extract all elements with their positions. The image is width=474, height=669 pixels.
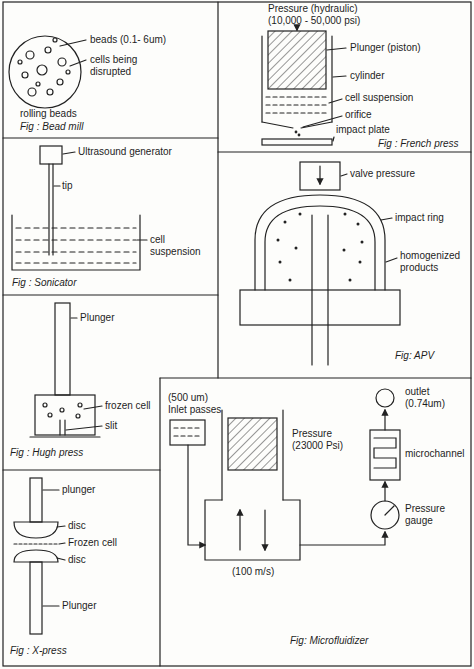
x-press: [14, 478, 65, 634]
callout-label: disc: [68, 520, 128, 532]
callout-label: Plunger: [80, 312, 160, 324]
caption: Fig : Hugh press: [10, 447, 150, 459]
callout-label: valve pressure: [350, 168, 460, 180]
caption: Fig : French press: [378, 138, 470, 150]
callout-label: cells being disrupted: [90, 54, 170, 78]
callout-label: impact ring: [395, 212, 470, 224]
callout-label: rolling beads: [20, 108, 120, 120]
caption: Fig: Microfluidizer: [290, 635, 430, 647]
callout-label: plunger: [62, 484, 142, 496]
caption: Fig : Bead mill: [20, 121, 130, 133]
callout-label: Frozen cell: [68, 537, 148, 549]
callout-label: Plunger (piston): [350, 42, 460, 54]
callout-label: Pressure gauge: [405, 503, 465, 527]
callout-label: (100 m/s): [232, 566, 312, 578]
callout-label: homogenized products: [400, 250, 470, 274]
callout-label: cylinder: [350, 70, 430, 82]
callout-label: Pressure (hydraulic) (10,000 - 50,000 ps…: [268, 3, 393, 27]
panel-dividers: [3, 2, 471, 666]
bead-mill: [9, 36, 86, 108]
caption: Fig : Sonicator: [12, 277, 122, 289]
callout-label: orifice: [345, 109, 425, 121]
callout-label: impact plate: [336, 124, 406, 136]
callout-label: outlet (0.74um): [405, 386, 463, 410]
callout-label: microchannel: [405, 448, 471, 460]
sonicator: [12, 146, 147, 270]
caption: Fig: APV: [395, 350, 465, 362]
callout-label: disc: [68, 554, 128, 566]
page-frame: [3, 2, 471, 666]
callout-label: (500 um) Inlet passes: [168, 392, 228, 416]
apv-homogenizer: [240, 162, 400, 365]
callout-label: cell suspension: [345, 92, 455, 104]
callout-label: beads (0.1- 6um): [90, 34, 215, 46]
callout-label: cell suspension: [150, 234, 212, 258]
callout-label: Plunger: [62, 600, 142, 612]
caption: Fig : X-press: [10, 645, 130, 657]
callout-label: tip: [62, 180, 102, 192]
hughes-press: [30, 303, 102, 437]
french-press: [262, 28, 346, 145]
callout-label: slit: [105, 420, 165, 432]
callout-label: Ultrasound generator: [78, 146, 208, 158]
callout-label: Pressure (23000 Psi): [292, 428, 354, 452]
